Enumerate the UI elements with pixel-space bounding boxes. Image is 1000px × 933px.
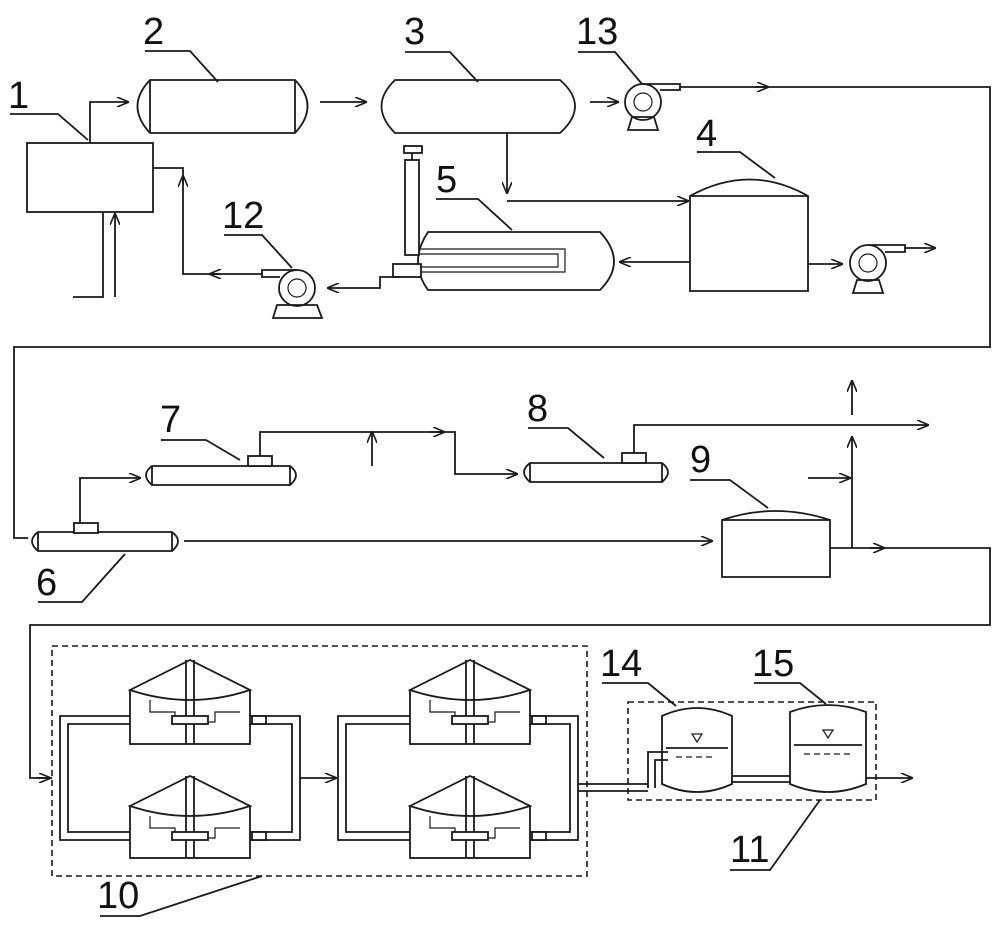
label-3: 3 xyxy=(404,11,425,53)
column-5 xyxy=(392,145,423,278)
label-9: 9 xyxy=(690,439,711,481)
reactor-b-bottom xyxy=(407,774,533,859)
label-12: 12 xyxy=(222,195,264,237)
unit-1-inlet-a xyxy=(73,212,104,298)
pipe-8-out xyxy=(633,425,928,453)
label-6: 6 xyxy=(36,562,57,604)
reactor-b-top xyxy=(407,658,533,745)
pipe-12-to-1 xyxy=(153,167,262,275)
label-14: 14 xyxy=(600,643,642,685)
pipe-5-to-12 xyxy=(328,276,400,288)
label-8: 8 xyxy=(527,388,548,430)
pipe-1-to-2 xyxy=(89,102,128,143)
label-5: 5 xyxy=(436,159,457,201)
pump-13 xyxy=(624,83,681,131)
tank-4 xyxy=(689,178,809,292)
label-11: 11 xyxy=(730,829,769,871)
label-1: 1 xyxy=(8,75,29,117)
pump-4-out xyxy=(849,244,906,294)
unit-1-box xyxy=(26,142,154,213)
leader-lines xyxy=(10,50,827,917)
vessel-6 xyxy=(31,522,179,552)
label-2: 2 xyxy=(143,11,164,53)
reactor-a-bottom xyxy=(127,774,253,859)
group-11-boundary xyxy=(627,701,877,801)
vessel-3 xyxy=(380,79,576,134)
pipe-9-to-10 xyxy=(29,547,991,779)
vessel-8 xyxy=(523,452,669,483)
vessel-7 xyxy=(145,455,297,486)
tank-15 xyxy=(789,704,867,793)
label-15: 15 xyxy=(752,643,794,685)
vessel-2 xyxy=(136,79,309,134)
label-10: 10 xyxy=(97,875,139,917)
tank-14 xyxy=(647,707,733,793)
label-4: 4 xyxy=(696,113,717,155)
label-7: 7 xyxy=(160,399,181,441)
group-10-boundary xyxy=(51,645,588,877)
label-13: 13 xyxy=(576,11,618,53)
pipe-7-to-8 xyxy=(259,431,517,474)
tank-9 xyxy=(721,510,831,578)
pipe-13-to-6 xyxy=(13,86,991,539)
reactor-a-top xyxy=(127,658,253,745)
pump-12 xyxy=(261,269,324,319)
pipe-6-to-7 xyxy=(79,478,140,523)
vessel-5 xyxy=(417,231,615,291)
